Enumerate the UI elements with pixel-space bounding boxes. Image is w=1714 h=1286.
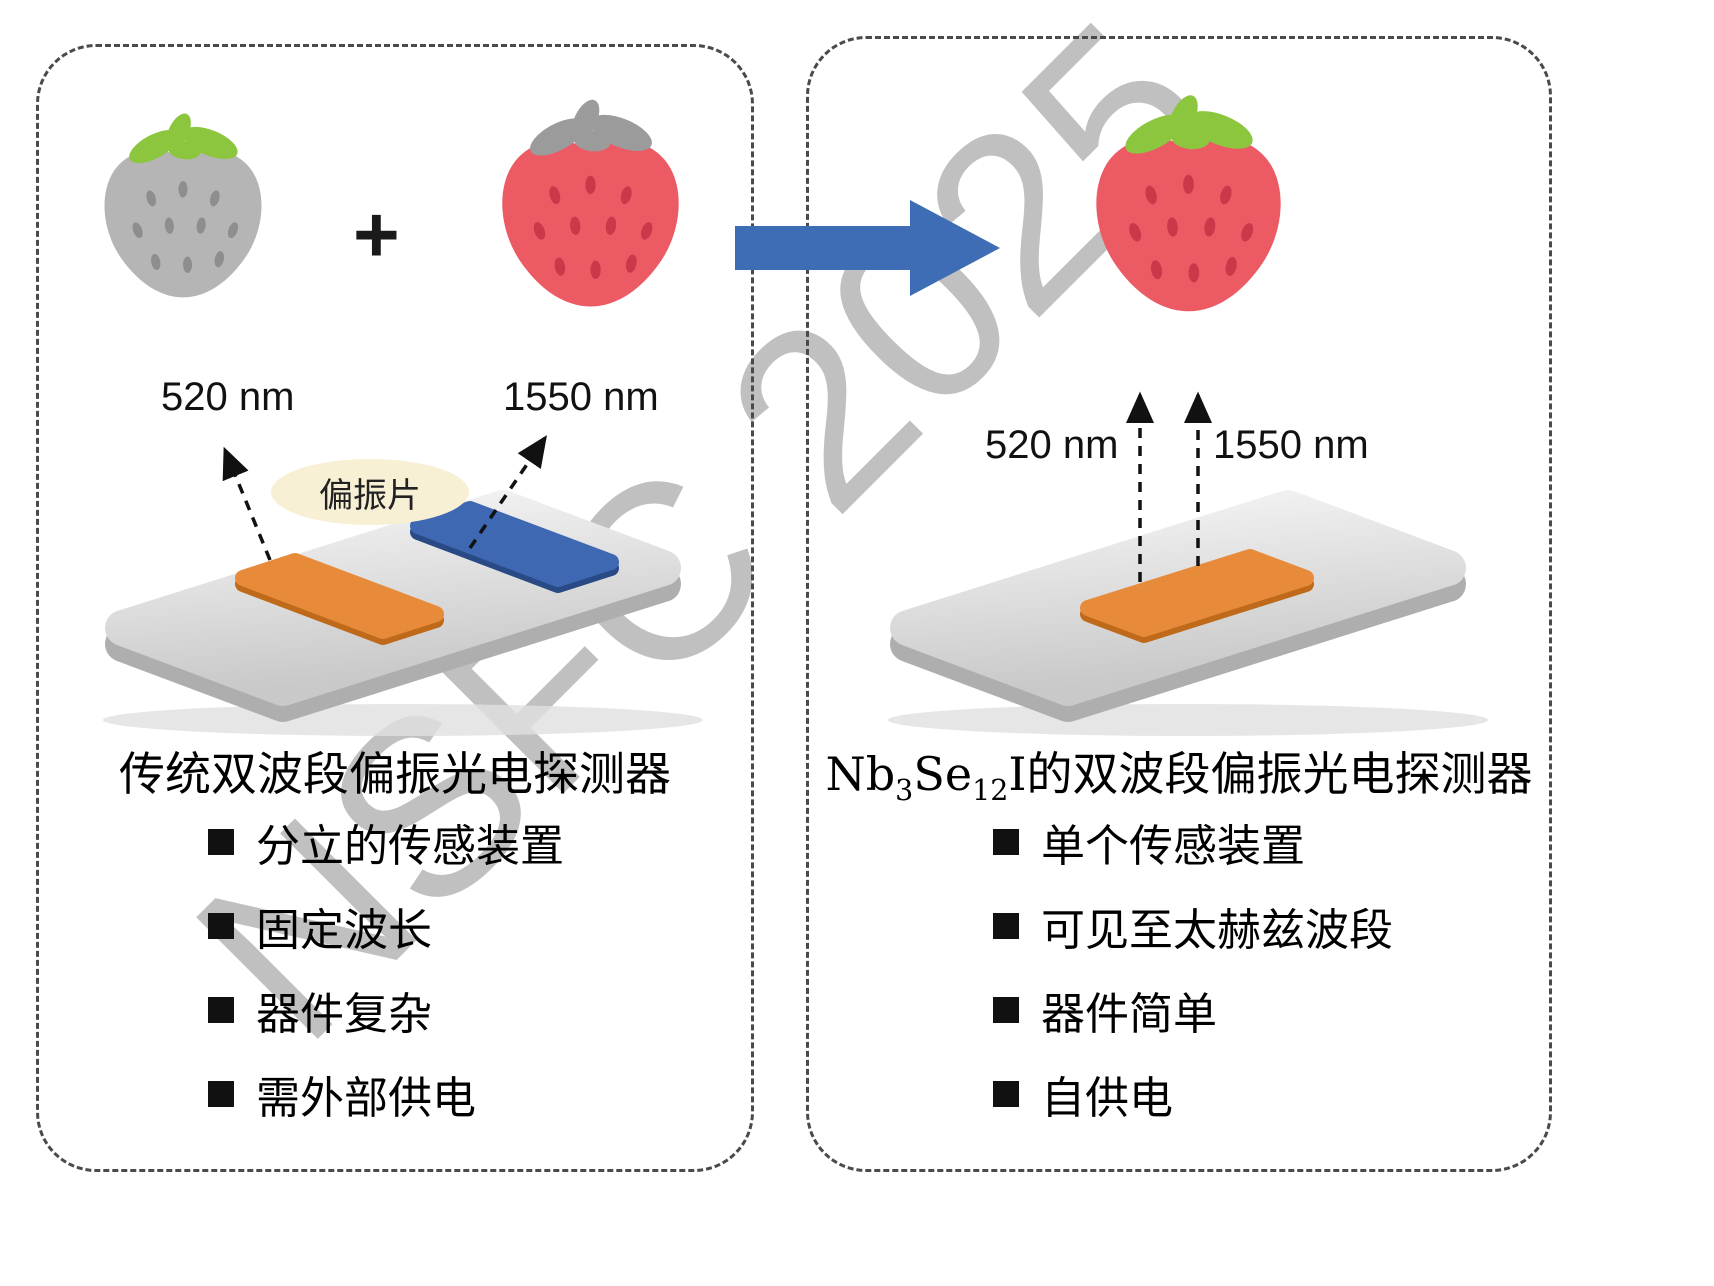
strawberry-body	[502, 140, 679, 307]
label-520nm-right: 520 nm	[985, 423, 1119, 467]
bullet-text: 器件复杂	[256, 989, 432, 1040]
label-1550nm-left: 1550 nm	[503, 375, 659, 419]
strawberry-gray-svg	[104, 113, 262, 298]
strawberry-leaves	[530, 99, 652, 156]
strawberry-body	[104, 150, 262, 298]
bullet-square-icon	[993, 1081, 1019, 1107]
bullet-text: 可见至太赫兹波段	[1041, 905, 1393, 956]
strawberry-body	[1096, 138, 1281, 312]
strawberry-seeds	[132, 181, 239, 273]
polarizer-ellipse: 偏振片	[271, 459, 469, 525]
bullet-text: 固定波长	[256, 905, 432, 956]
list-item: 单个传感装置	[993, 818, 1549, 872]
right-device-scene	[888, 490, 1488, 736]
bullet-text: 需外部供电	[256, 1073, 476, 1124]
bullet-square-icon	[993, 997, 1019, 1023]
bullet-square-icon	[208, 1081, 234, 1107]
list-item: 器件复杂	[208, 986, 751, 1040]
right-bullet-list: 单个传感装置 可见至太赫兹波段 器件简单 自供电	[809, 818, 1549, 1124]
strawberry-red-gray-leaf-icon	[478, 88, 703, 333]
strawberry-seeds	[533, 175, 653, 279]
list-item: 器件简单	[993, 986, 1549, 1040]
list-item: 分立的传感装置	[208, 818, 751, 872]
list-item: 自供电	[993, 1070, 1549, 1124]
bullet-text: 自供电	[1041, 1073, 1173, 1124]
list-item: 需外部供电	[208, 1070, 751, 1124]
left-panel: +	[36, 44, 754, 1172]
bullet-text: 单个传感装置	[1041, 821, 1305, 872]
label-520nm-left: 520 nm	[161, 375, 295, 419]
title-formula-sub2: 12	[972, 774, 1009, 808]
left-device-scene	[103, 490, 703, 736]
title-formula-sub1: 3	[895, 774, 914, 808]
strawberry-gray-icon	[83, 103, 283, 321]
slab-shadow	[103, 704, 703, 736]
left-panel-title: 传统双波段偏振光电探测器	[119, 747, 671, 801]
left-bullet-list: 分立的传感装置 固定波长 器件复杂 需外部供电	[39, 818, 751, 1124]
bullet-square-icon	[208, 829, 234, 855]
title-formula-mid: Se	[913, 747, 973, 801]
title-formula-pre: Nb	[825, 747, 896, 801]
polarizer-label: 偏振片	[319, 475, 421, 516]
strawberry-seeds	[1129, 174, 1254, 283]
orange-device-chip	[1080, 549, 1314, 637]
orange-device-chip	[235, 553, 444, 639]
bullet-square-icon	[208, 913, 234, 939]
list-item: 固定波长	[208, 902, 751, 956]
slab-shadow	[888, 704, 1488, 736]
strawberry-full-color-svg	[1096, 95, 1281, 312]
strawberry-full-color-icon	[1071, 83, 1306, 339]
bullet-square-icon	[993, 829, 1019, 855]
label-1550nm-right: 1550 nm	[1213, 423, 1369, 467]
title-text: I的双波段偏振光电探测器	[1008, 747, 1533, 801]
bullet-square-icon	[208, 997, 234, 1023]
right-panel-title: Nb3Se12I的双波段偏振光电探测器	[809, 738, 1549, 807]
bullet-text: 器件简单	[1041, 989, 1217, 1040]
plus-sign: +	[353, 190, 400, 279]
strawberry-red-gray-leaf-svg	[502, 99, 679, 307]
strawberry-leaves	[129, 113, 238, 164]
bullet-text: 分立的传感装置	[256, 821, 564, 872]
list-item: 可见至太赫兹波段	[993, 902, 1549, 956]
bullet-square-icon	[993, 913, 1019, 939]
strawberry-leaves	[1125, 95, 1253, 154]
right-panel: 520 nm 1550 nm Nb3Se12I的双波段偏振光电探测器	[806, 36, 1552, 1172]
